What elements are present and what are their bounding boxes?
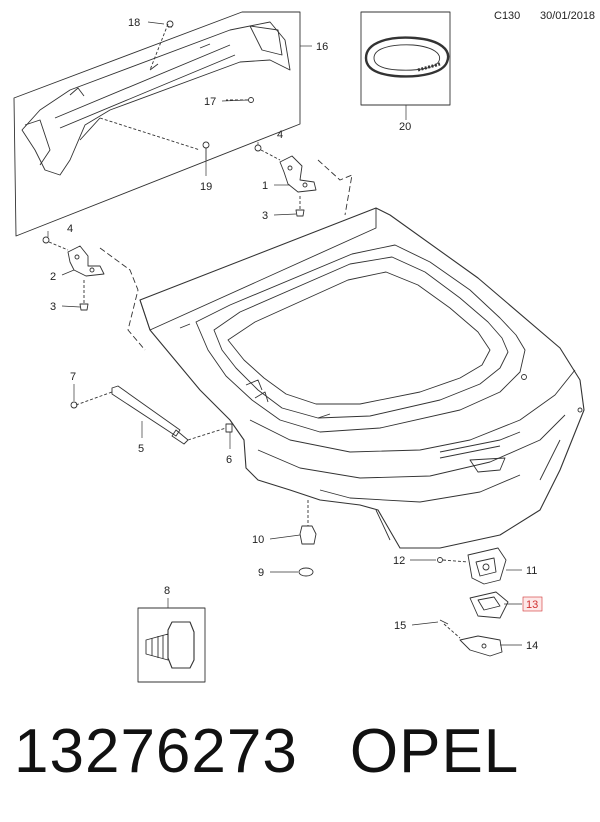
callout-12: 12 xyxy=(393,555,405,567)
callout-9: 9 xyxy=(258,567,264,579)
callout-19: 19 xyxy=(200,181,212,193)
hinge-2-icon xyxy=(42,236,146,351)
callout-4b: 4 xyxy=(67,223,73,235)
bracket-14-icon xyxy=(439,619,503,657)
callout-3a: 3 xyxy=(262,210,268,222)
seal-20-icon xyxy=(364,36,450,78)
callout-6: 6 xyxy=(226,454,232,466)
seal-box xyxy=(360,11,451,106)
callout-1: 1 xyxy=(262,180,268,192)
gas-strut-5-icon xyxy=(70,385,233,445)
clip-10-icon xyxy=(299,500,317,545)
part-number: 13276273 xyxy=(14,717,298,786)
callout-14: 14 xyxy=(526,640,538,652)
bumper-box xyxy=(137,607,206,683)
cover-13-icon xyxy=(469,591,509,619)
callout-18: 18 xyxy=(128,17,140,29)
callout-3b: 3 xyxy=(50,301,56,313)
callout-10: 10 xyxy=(252,534,264,546)
callout-4a: 4 xyxy=(277,129,283,141)
exploded-parts-diagram: 18 16 17 19 20 4 1 3 4 2 3 7 5 6 10 9 8 … xyxy=(13,11,585,683)
callout-13: 13 xyxy=(526,599,538,611)
callout-7: 7 xyxy=(70,371,76,383)
hinge-1-icon xyxy=(254,144,353,217)
callout-17: 17 xyxy=(204,96,216,108)
callout-8: 8 xyxy=(164,585,170,597)
diagram-date: 30/01/2018 xyxy=(540,10,596,22)
callout-20: 20 xyxy=(399,121,411,133)
cap-9-icon xyxy=(298,567,314,577)
fastener-17-icon xyxy=(248,97,254,103)
trim-panel-box xyxy=(13,11,301,237)
callout-11: 11 xyxy=(526,565,537,577)
fastener-18-icon xyxy=(166,20,174,28)
callout-16: 16 xyxy=(316,41,328,53)
fastener-19-icon xyxy=(202,141,210,160)
callout-13-highlight xyxy=(522,596,543,612)
leader-lines xyxy=(47,21,522,646)
latch-11-icon xyxy=(437,547,507,585)
diagram-code: C130 xyxy=(494,10,521,22)
callouts: 18 16 17 19 20 4 1 3 4 2 3 7 5 6 10 9 8 … xyxy=(50,17,543,652)
brand-name: OPEL xyxy=(349,717,520,786)
footer-part-info: 13276273 OPEL xyxy=(14,716,519,787)
bumper-8-icon xyxy=(145,621,195,669)
callout-2: 2 xyxy=(50,271,56,283)
tailgate-body xyxy=(139,207,585,549)
callout-15: 15 xyxy=(394,620,406,632)
callout-5: 5 xyxy=(138,443,144,455)
